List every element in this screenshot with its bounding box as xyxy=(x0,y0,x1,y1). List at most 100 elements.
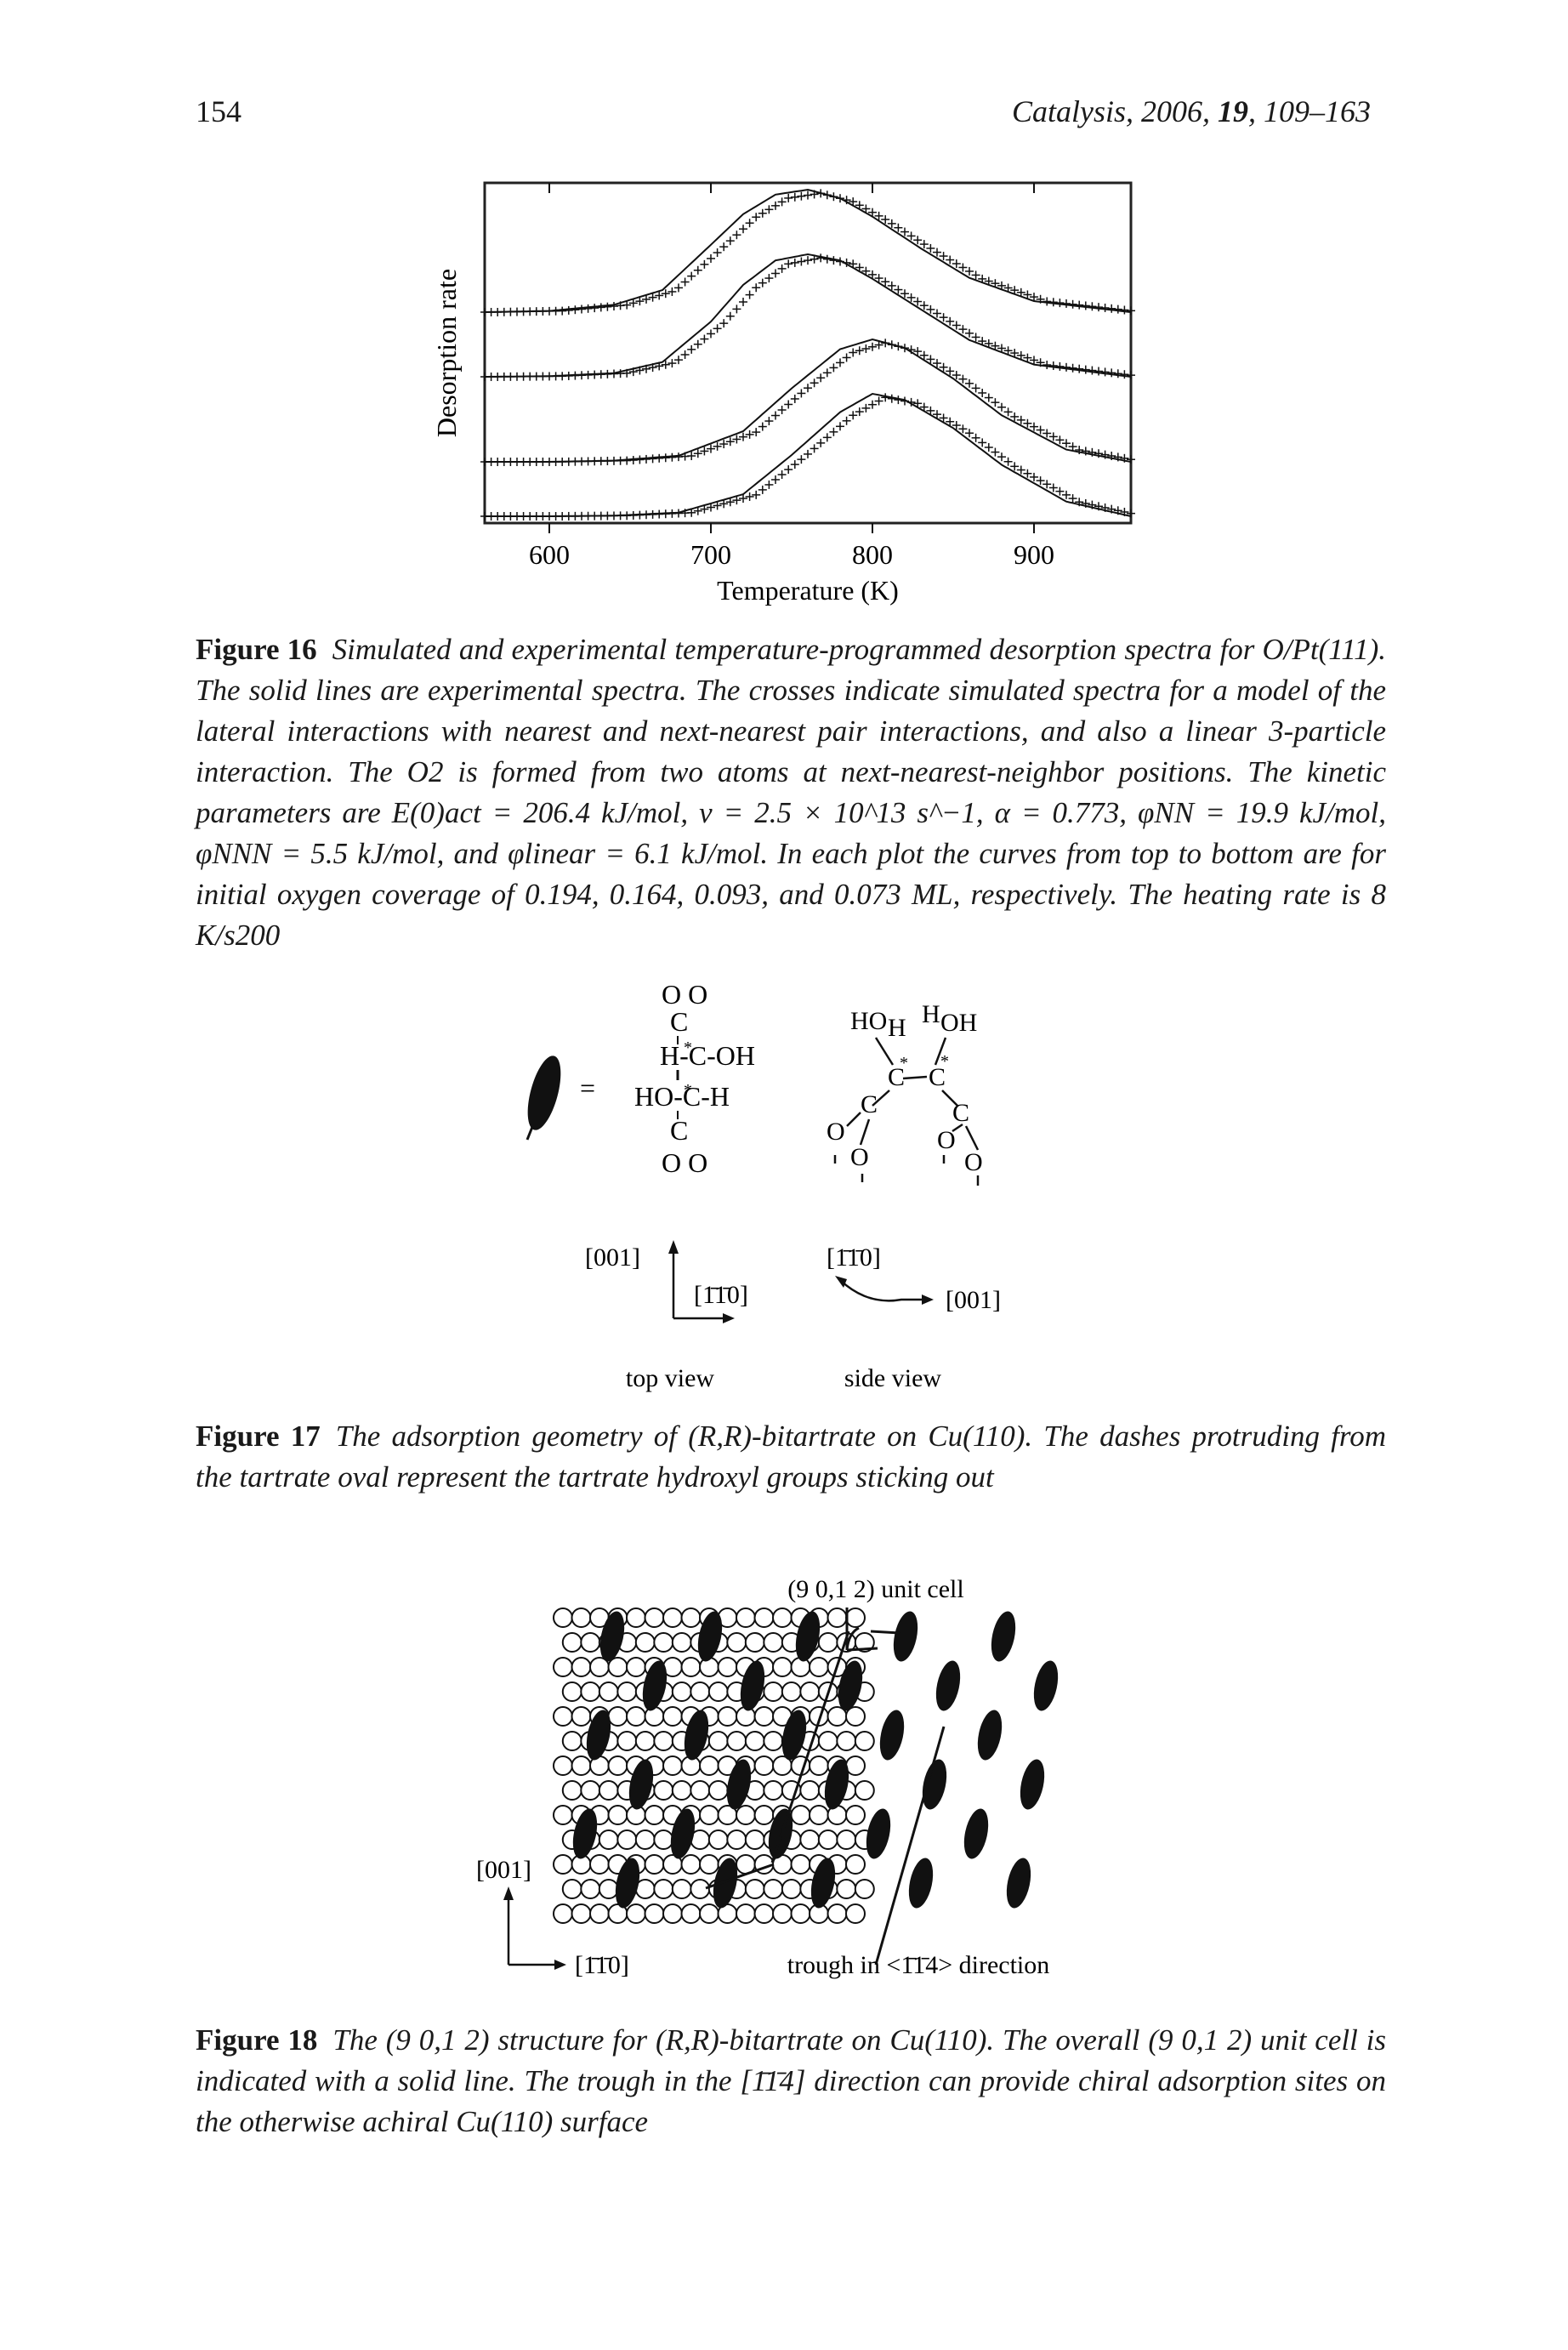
cu-atom xyxy=(836,1731,857,1751)
top-star1: * xyxy=(684,1038,692,1057)
side-h-left: H xyxy=(888,1014,906,1042)
tartrate-oval xyxy=(615,1858,640,1909)
top-axis-right-label: [1̄1̄0] xyxy=(694,1281,748,1309)
side-star2: * xyxy=(940,1052,949,1071)
cu-atom xyxy=(763,1731,784,1751)
side-star1: * xyxy=(900,1054,908,1073)
cu-atom xyxy=(717,1657,738,1677)
cu-atom xyxy=(753,1607,775,1628)
cu-atom xyxy=(553,1903,573,1924)
cu-atom xyxy=(854,1632,875,1653)
cu-atom xyxy=(809,1805,829,1825)
cu-atom xyxy=(644,1903,665,1924)
cu-atom xyxy=(799,1829,821,1850)
cu-atom xyxy=(845,1755,866,1776)
figure17-caption-label: Figure 17 xyxy=(196,1420,321,1453)
cu-atom xyxy=(763,1681,784,1702)
cu-atom xyxy=(653,1829,674,1850)
cu-atom xyxy=(662,1607,683,1628)
figure17-caption-text: The adsorption geometry of (R,R)-bitartr… xyxy=(196,1420,1386,1494)
cu-atom xyxy=(634,1731,656,1751)
cu-atom xyxy=(653,1731,674,1751)
cu-atom xyxy=(553,1607,573,1628)
cu-atom xyxy=(580,1780,601,1801)
cu-atom xyxy=(736,1903,756,1924)
tartrate-oval xyxy=(740,1660,765,1711)
cu-atom xyxy=(753,1755,775,1776)
tartrate-oval xyxy=(935,1660,961,1711)
formula-row1: H-C-OH xyxy=(660,1040,755,1071)
cu-atom xyxy=(753,1706,775,1727)
cu-atom xyxy=(616,1829,638,1850)
cu-atom xyxy=(680,1854,702,1875)
cu-atom xyxy=(799,1780,821,1801)
side-c3: C xyxy=(861,1090,878,1118)
cu-atom xyxy=(553,1706,573,1727)
tartrate-oval xyxy=(670,1808,696,1859)
cu-atom xyxy=(753,1903,775,1924)
cu-atom xyxy=(626,1903,646,1924)
cu-atom xyxy=(699,1755,719,1776)
cu-atom xyxy=(580,1632,601,1653)
cu-atom xyxy=(598,1780,619,1801)
figure16-caption-label: Figure 16 xyxy=(196,633,317,666)
side-axis-right-label: [001] xyxy=(946,1286,1001,1314)
cu-atom xyxy=(571,1706,592,1727)
cu-atom xyxy=(707,1731,729,1751)
grid-axis-right-label: [1̄1̄0] xyxy=(575,1951,629,1979)
cu-atom xyxy=(736,1607,756,1628)
chart-xlabel: Temperature (K) xyxy=(717,575,899,606)
tartrate-oval xyxy=(991,1611,1016,1662)
cu-atom xyxy=(561,1632,582,1653)
cu-atom xyxy=(827,1607,848,1628)
tartrate-oval xyxy=(684,1710,709,1761)
cu-atom xyxy=(790,1854,811,1875)
side-oh-right: OH xyxy=(940,1009,977,1037)
cu-atom xyxy=(634,1632,656,1653)
cu-atom xyxy=(744,1731,765,1751)
cu-atom xyxy=(607,1755,628,1776)
cu-atom xyxy=(836,1879,857,1899)
tartrate-oval xyxy=(697,1611,723,1662)
cu-atom xyxy=(781,1879,802,1899)
cu-atom xyxy=(662,1903,683,1924)
cu-atom xyxy=(571,1657,592,1677)
cu-atom xyxy=(717,1706,738,1727)
cu-atom xyxy=(626,1706,646,1727)
side-view-label: side view xyxy=(844,1364,941,1392)
experimental-curve-1 xyxy=(484,188,1132,313)
side-o2: O xyxy=(850,1143,869,1171)
cu-atom xyxy=(561,1681,582,1702)
tartrate-oval xyxy=(824,1759,849,1810)
formula-o-top: O O xyxy=(662,979,707,1010)
top-axis-up-label: [001] xyxy=(585,1243,640,1272)
cu-atom xyxy=(589,1854,610,1875)
cu-atom xyxy=(845,1805,866,1825)
tartrate-oval xyxy=(922,1759,947,1810)
simulated-crosses-3 xyxy=(480,339,1135,466)
cu-atom xyxy=(809,1657,829,1677)
cu-atom xyxy=(836,1829,857,1850)
page-range: , 109–163 xyxy=(1248,94,1371,128)
tartrate-oval xyxy=(908,1858,934,1909)
cu-atom xyxy=(571,1607,592,1628)
cu-atom xyxy=(772,1657,793,1677)
cu-atom xyxy=(753,1805,775,1825)
cu-atom xyxy=(653,1879,674,1899)
cu-atom xyxy=(707,1780,729,1801)
side-o1: O xyxy=(827,1118,845,1146)
cu-atom xyxy=(680,1657,702,1677)
side-h-right: H xyxy=(922,1000,940,1028)
tartrate-oval xyxy=(893,1611,918,1662)
cu-atom xyxy=(671,1879,692,1899)
cu-atom xyxy=(561,1731,582,1751)
equals-sign: = xyxy=(580,1073,595,1103)
xtick-label: 900 xyxy=(1014,539,1054,570)
tartrate-ovals xyxy=(572,1611,1059,1909)
cu-atom xyxy=(607,1706,628,1727)
cu-atom xyxy=(845,1903,866,1924)
cu-atom xyxy=(781,1681,802,1702)
